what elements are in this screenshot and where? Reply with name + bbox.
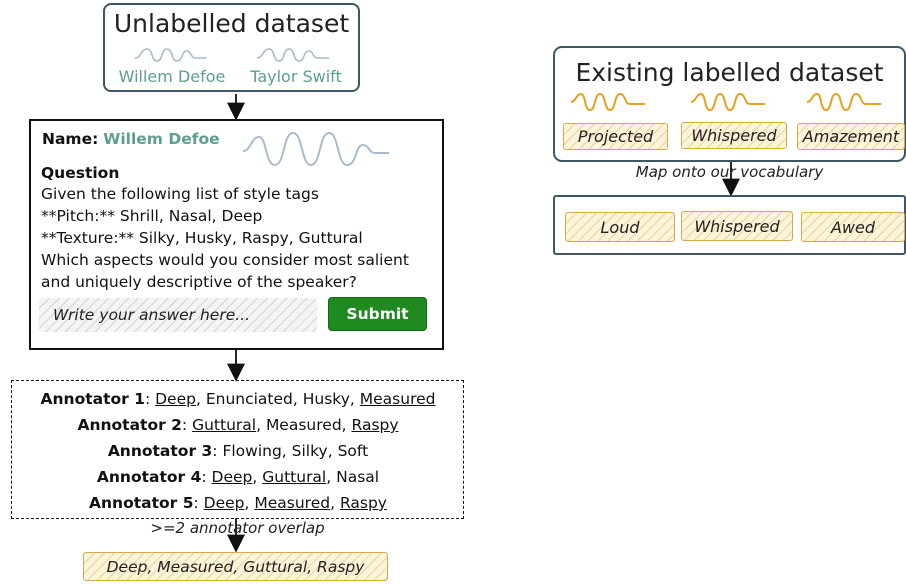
annotator-2-line: Annotator 2: Guttural, Measured, Raspy: [77, 416, 399, 434]
annotator-3-tag-3: Soft: [337, 442, 369, 460]
question-line-5: and uniquely descriptive of the speaker?: [41, 273, 357, 291]
annotator-1-label: Annotator 1: [40, 390, 145, 408]
speaker-2-name: Taylor Swift: [250, 67, 342, 86]
existing-dataset-box: Existing labelled dataset Projected Whis…: [553, 46, 906, 162]
annotator-1-tag-2: Enunciated: [205, 390, 293, 408]
question-label: Question: [41, 164, 120, 182]
existing-waveform-3-icon: [806, 92, 881, 112]
annotator-5-line: Annotator 5: Deep, Measured, Raspy: [89, 494, 387, 512]
mapped-vocabulary-box: Loud Whispered Awed: [553, 195, 906, 255]
annotator-4-line: Annotator 4: Deep, Guttural, Nasal: [96, 468, 380, 486]
mapped-tag-2: Whispered: [681, 211, 793, 241]
speaker-2-waveform-icon: [256, 48, 329, 62]
submit-button[interactable]: Submit: [328, 297, 427, 331]
annotator-4-tag-3: Nasal: [336, 468, 380, 486]
overlap-caption: >=2 annotator overlap: [150, 519, 325, 537]
annotator-2-tag-3: Raspy: [351, 416, 399, 434]
annotator-3-label: Annotator 3: [107, 442, 213, 460]
name-value: Willem Defoe: [103, 130, 220, 148]
existing-tag-1: Projected: [563, 123, 668, 150]
annotator-2-tag-1: Guttural: [192, 416, 257, 434]
unlabelled-dataset-box: Unlabelled dataset Willem Defoe Taylor S…: [103, 3, 360, 92]
existing-tag-2: Whispered: [681, 122, 787, 149]
mapped-tag-1: Loud: [565, 212, 675, 242]
result-tags: Deep, Measured, Guttural, Raspy: [83, 552, 388, 581]
speaker-name-row: Name: Willem Defoe: [42, 130, 220, 148]
answer-input[interactable]: Write your answer here...: [39, 298, 317, 332]
existing-waveform-1-icon: [570, 92, 645, 112]
answer-placeholder: Write your answer here...: [53, 306, 251, 324]
annotator-5-tag-1: Deep: [203, 494, 245, 512]
mapped-tag-3: Awed: [801, 212, 905, 242]
question-line-1: Given the following list of style tags: [41, 185, 319, 203]
speaker-1-waveform-icon: [134, 48, 207, 62]
annotator-1-line: Annotator 1: Deep, Enunciated, Husky, Me…: [40, 390, 436, 408]
existing-tag-3: Amazement: [797, 123, 905, 150]
annotator-1-tag-4: Measured: [359, 390, 436, 408]
annotator-1-tag-3: Husky: [302, 390, 350, 408]
annotator-5-tag-3: Raspy: [339, 494, 387, 512]
speaker-1-name: Willem Defoe: [118, 67, 226, 86]
question-line-3: **Texture:** Silky, Husky, Raspy, Guttur…: [41, 229, 363, 247]
annotator-5-label: Annotator 5: [89, 494, 194, 512]
annotation-form: Name: Willem Defoe Question Given the fo…: [29, 119, 444, 350]
unlabelled-dataset-title: Unlabelled dataset: [113, 9, 350, 38]
annotator-4-tag-1: Deep: [211, 468, 253, 486]
map-caption: Map onto our vocabulary: [635, 163, 824, 181]
annotator-3-tag-2: Silky: [291, 442, 328, 460]
speaker-waveform-icon: [242, 131, 389, 167]
question-line-2: **Pitch:** Shrill, Nasal, Deep: [41, 207, 263, 225]
annotator-1-tag-1: Deep: [155, 390, 196, 408]
annotators-box: Annotator 1: Deep, Enunciated, Husky, Me…: [11, 380, 464, 519]
existing-waveform-2-icon: [690, 92, 765, 112]
annotator-4-label: Annotator 4: [96, 468, 202, 486]
question-line-4: Which aspects would you consider most sa…: [41, 251, 409, 269]
annotator-5-tag-2: Measured: [254, 494, 331, 512]
name-label: Name:: [42, 130, 99, 148]
annotator-2-tag-2: Measured: [265, 416, 342, 434]
annotator-4-tag-2: Guttural: [262, 468, 327, 486]
annotator-3-tag-1: Flowing: [222, 442, 282, 460]
annotator-3-line: Annotator 3: Flowing, Silky, Soft: [107, 442, 369, 460]
annotator-2-label: Annotator 2: [77, 416, 182, 434]
existing-dataset-title: Existing labelled dataset: [575, 58, 884, 87]
